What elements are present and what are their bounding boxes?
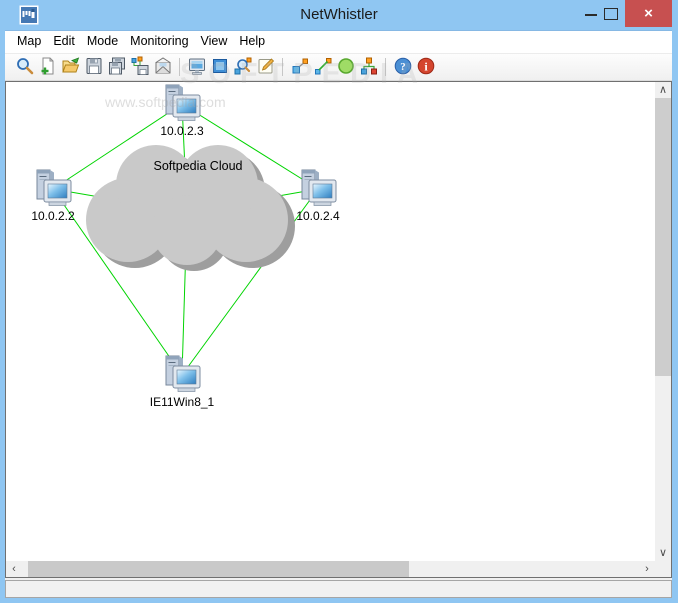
svg-text:?: ? — [400, 61, 406, 73]
network-cloud[interactable] — [86, 145, 288, 265]
view-monitor-icon — [187, 56, 207, 79]
network-node[interactable] — [301, 169, 337, 206]
close-button[interactable]: × — [625, 0, 672, 27]
minimize-button[interactable] — [585, 14, 597, 16]
submap-icon — [210, 56, 230, 79]
save-map-icon — [84, 56, 104, 79]
add-link-icon — [313, 56, 333, 79]
toolbar-separator — [385, 58, 386, 76]
netwhistler-logo-icon — [19, 5, 39, 25]
menu-item-help[interactable]: Help — [239, 34, 266, 48]
add-cloud-icon — [336, 56, 356, 79]
edit-notes-button[interactable] — [254, 55, 277, 79]
find-node-button[interactable] — [231, 55, 254, 79]
menu-item-mode[interactable]: Mode — [86, 34, 119, 48]
horizontal-scroll-thumb[interactable] — [28, 561, 409, 577]
save-all-icon — [107, 56, 127, 79]
add-cloud-button[interactable] — [334, 55, 357, 79]
title-bar: NetWhistler × — [0, 0, 678, 30]
network-link — [181, 103, 319, 190]
save-all-button[interactable] — [105, 55, 128, 79]
open-map-button[interactable] — [59, 55, 82, 79]
send-mail-icon — [153, 56, 173, 79]
open-map-icon — [61, 56, 81, 79]
cloud-label: Softpedia Cloud — [154, 159, 243, 173]
maximize-button[interactable] — [604, 8, 618, 20]
about-button[interactable]: i — [414, 55, 437, 79]
submap-button[interactable] — [208, 55, 231, 79]
find-node-icon — [233, 56, 253, 79]
view-monitor-button[interactable] — [185, 55, 208, 79]
network-node[interactable] — [36, 169, 72, 206]
help-button[interactable]: ? — [391, 55, 414, 79]
vertical-scroll-thumb[interactable] — [655, 98, 671, 376]
network-node[interactable] — [165, 355, 201, 392]
topology-icon — [359, 56, 379, 79]
scroll-right-icon[interactable]: › — [645, 563, 649, 575]
toolbar-separator — [179, 58, 180, 76]
edit-notes-icon — [256, 56, 276, 79]
network-canvas[interactable]: Softpedia Cloud 10.0.2.3 10.0.2.2 10.0.2… — [6, 82, 655, 561]
scroll-up-icon[interactable]: ∧ — [658, 84, 668, 96]
save-map-button[interactable] — [82, 55, 105, 79]
export-map-icon — [130, 56, 150, 79]
status-bar — [5, 580, 672, 598]
node-label: 10.0.2.4 — [296, 209, 340, 223]
new-map-icon — [38, 56, 58, 79]
menu-item-monitoring[interactable]: Monitoring — [130, 34, 189, 48]
node-label: IE11Win8_1 — [150, 395, 215, 409]
help-icon: ? — [393, 56, 413, 79]
vertical-scrollbar[interactable]: ∧ ∨ — [655, 82, 671, 561]
network-link — [52, 188, 183, 376]
scrollbar-corner — [655, 561, 671, 577]
node-label: 10.0.2.3 — [160, 124, 204, 138]
export-map-button[interactable] — [128, 55, 151, 79]
menu-item-edit[interactable]: Edit — [53, 34, 75, 48]
menu-item-view[interactable]: View — [200, 34, 228, 48]
new-map-button[interactable] — [36, 55, 59, 79]
network-node[interactable] — [165, 84, 201, 121]
about-icon: i — [416, 56, 436, 79]
add-link-button[interactable] — [311, 55, 334, 79]
add-node-button[interactable] — [288, 55, 311, 79]
send-mail-button[interactable] — [151, 55, 174, 79]
toolbar-separator — [282, 58, 283, 76]
topology-button[interactable] — [357, 55, 380, 79]
discover-icon — [15, 56, 35, 79]
scroll-down-icon[interactable]: ∨ — [658, 547, 668, 559]
map-canvas-region: Softpedia Cloud 10.0.2.3 10.0.2.2 10.0.2… — [5, 81, 672, 578]
node-label: 10.0.2.2 — [31, 209, 75, 223]
scroll-left-icon[interactable]: ‹ — [12, 563, 16, 575]
network-link — [52, 103, 183, 190]
network-link — [181, 188, 319, 376]
horizontal-scrollbar[interactable]: ‹ › — [6, 561, 655, 577]
menu-item-map[interactable]: Map — [17, 34, 42, 48]
close-icon: × — [644, 5, 653, 22]
discover-button[interactable] — [13, 55, 36, 79]
window-title: NetWhistler — [300, 6, 378, 23]
toolbar: ?i — [5, 54, 672, 81]
svg-text:i: i — [424, 59, 428, 73]
menu-bar: Map Edit Mode Monitoring View Help — [5, 31, 672, 54]
add-node-icon — [290, 56, 310, 79]
